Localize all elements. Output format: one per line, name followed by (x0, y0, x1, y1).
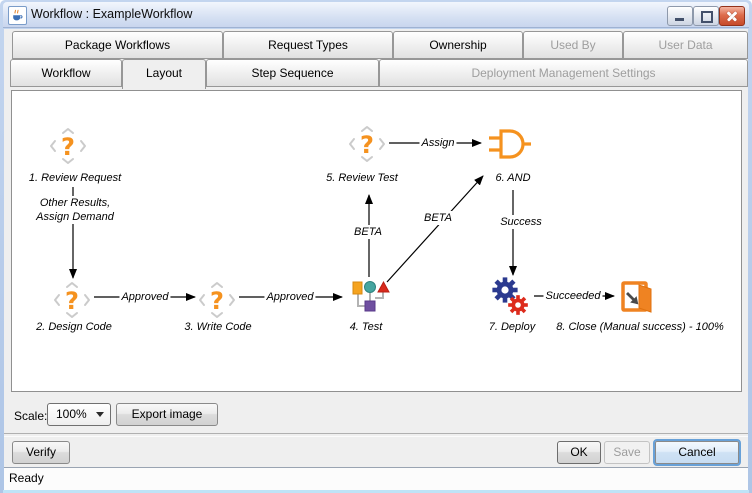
edge-label-line2: Assign Demand (36, 211, 114, 223)
edge-test-and (386, 175, 484, 283)
tab-used-by: Used By (523, 31, 623, 59)
edge-label-approved-1: Approved (119, 290, 171, 304)
window-title: Workflow : ExampleWorkflow (31, 7, 193, 21)
question-step-icon[interactable]: ? (48, 126, 88, 171)
svg-text:?: ? (210, 287, 224, 315)
scale-label: Scale: (14, 409, 48, 423)
node-label-deploy: 7. Deploy (486, 320, 538, 334)
status-bar: Ready (4, 467, 748, 490)
titlebar: Workflow : ExampleWorkflow (3, 2, 749, 28)
exit-door-icon[interactable] (620, 280, 654, 319)
layout-canvas[interactable]: ? ? ? (11, 90, 742, 392)
minimize-button[interactable] (667, 6, 693, 26)
workflow-test-icon[interactable] (348, 279, 390, 320)
svg-text:?: ? (65, 287, 79, 315)
node-label-review-test: 5. Review Test (324, 171, 400, 185)
node-label-test: 4. Test (347, 320, 385, 334)
panel-divider (4, 433, 748, 437)
svg-text:?: ? (61, 133, 75, 161)
edge-label-succeeded: Succeeded (543, 289, 603, 303)
cancel-button[interactable]: Cancel (653, 439, 741, 466)
coffee-cup-icon (13, 9, 23, 21)
question-step-icon[interactable]: ? (197, 280, 237, 325)
edge-label-assign: Assign (419, 136, 457, 150)
edge-label-success: Success (498, 215, 544, 229)
node-label-review-request: 1. Review Request (26, 171, 124, 185)
node-label-design-code: 2. Design Code (34, 320, 114, 334)
status-text: Ready (9, 471, 44, 485)
node-label-close: 8. Close (Manual success) - 100% (554, 320, 726, 334)
tab-request-types[interactable]: Request Types (223, 31, 393, 59)
tab-workflow[interactable]: Workflow (10, 59, 122, 87)
app-panel: Package Workflows Request Types Ownershi… (4, 29, 748, 467)
verify-button[interactable]: Verify (12, 441, 70, 464)
maximize-icon (701, 11, 713, 23)
minimize-icon (675, 18, 684, 21)
maximize-button[interactable] (693, 6, 719, 26)
question-step-icon[interactable]: ? (52, 280, 92, 325)
close-button[interactable] (719, 6, 745, 26)
save-button: Save (604, 441, 650, 464)
node-label-and: 6. AND (493, 171, 533, 185)
tab-ownership[interactable]: Ownership (393, 31, 523, 59)
tab-package-workflows[interactable]: Package Workflows (12, 31, 223, 59)
ok-button[interactable]: OK (557, 441, 601, 464)
question-step-icon[interactable]: ? (347, 124, 387, 169)
tab-layout[interactable]: Layout (122, 59, 206, 89)
tab-deployment-management-settings: Deployment Management Settings (379, 59, 748, 87)
gears-icon[interactable] (490, 277, 534, 322)
tab-user-data: User Data (623, 31, 748, 59)
edge-label-beta-2: BETA (422, 211, 454, 225)
caret-down-icon (96, 412, 104, 417)
tab-step-sequence[interactable]: Step Sequence (206, 59, 379, 87)
and-gate-icon[interactable] (487, 127, 533, 166)
edge-label-approved-2: Approved (264, 290, 316, 304)
node-label-write-code: 3. Write Code (182, 320, 254, 334)
edge-label-line1: Other Results, (39, 197, 111, 209)
java-app-icon (8, 6, 27, 25)
edge-label-other-results: Other Results, Assign Demand (34, 196, 116, 224)
edge-label-beta-1: BETA (352, 225, 384, 239)
scale-select[interactable]: 100% (47, 403, 111, 426)
svg-text:?: ? (360, 131, 374, 159)
export-image-button[interactable]: Export image (116, 403, 218, 426)
scale-value: 100% (56, 407, 87, 421)
